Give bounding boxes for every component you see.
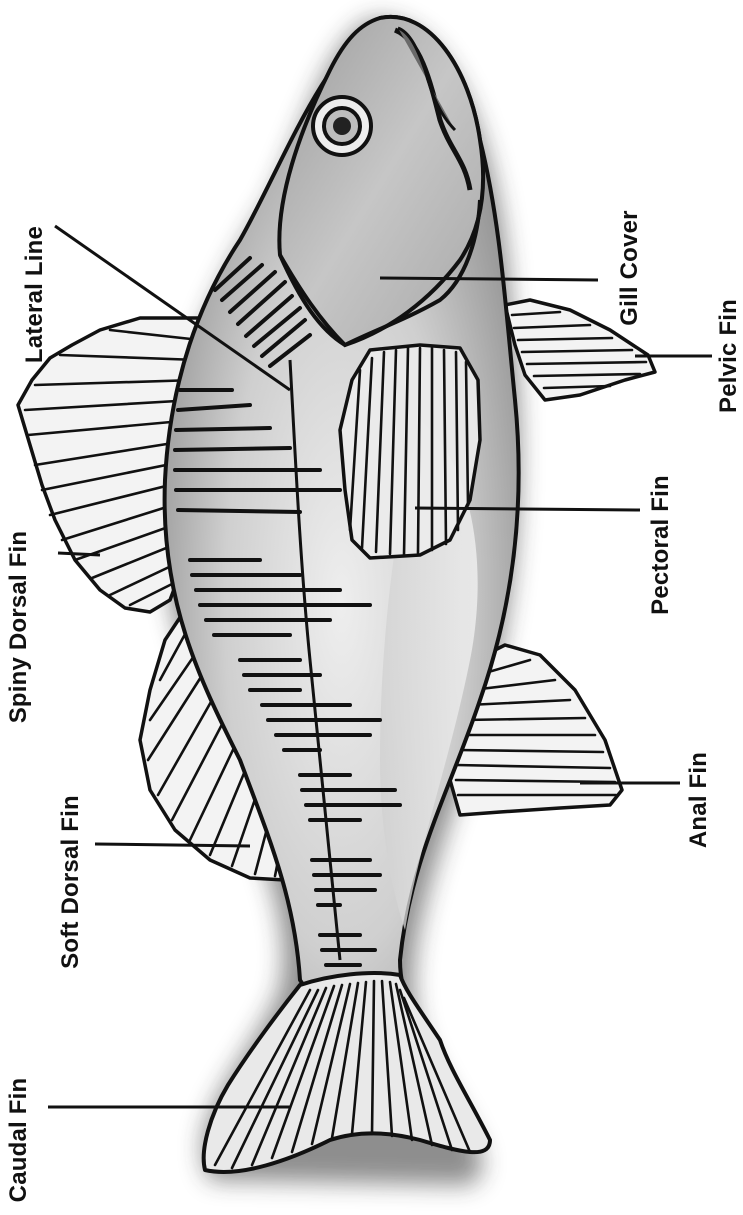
label-pectoral-fin: Pectoral Fin [647, 475, 674, 615]
leader-soft-dorsal-fin [95, 844, 250, 846]
pectoral-fin [340, 345, 480, 558]
leader-spiny-dorsal-fin [58, 553, 100, 555]
leader-pectoral-fin [415, 508, 640, 510]
label-anal-fin: Anal Fin [685, 752, 712, 848]
leader-gill-cover [380, 278, 598, 280]
label-soft-dorsal-fin: Soft Dorsal Fin [57, 795, 84, 969]
label-spiny-dorsal-fin: Spiny Dorsal Fin [5, 531, 32, 724]
label-lateral-line: Lateral Line [21, 226, 48, 363]
label-caudal-fin: Caudal Fin [5, 1078, 32, 1203]
label-gill-cover: Gill Cover [616, 210, 643, 325]
label-pelvic-fin: Pelvic Fin [715, 299, 742, 413]
